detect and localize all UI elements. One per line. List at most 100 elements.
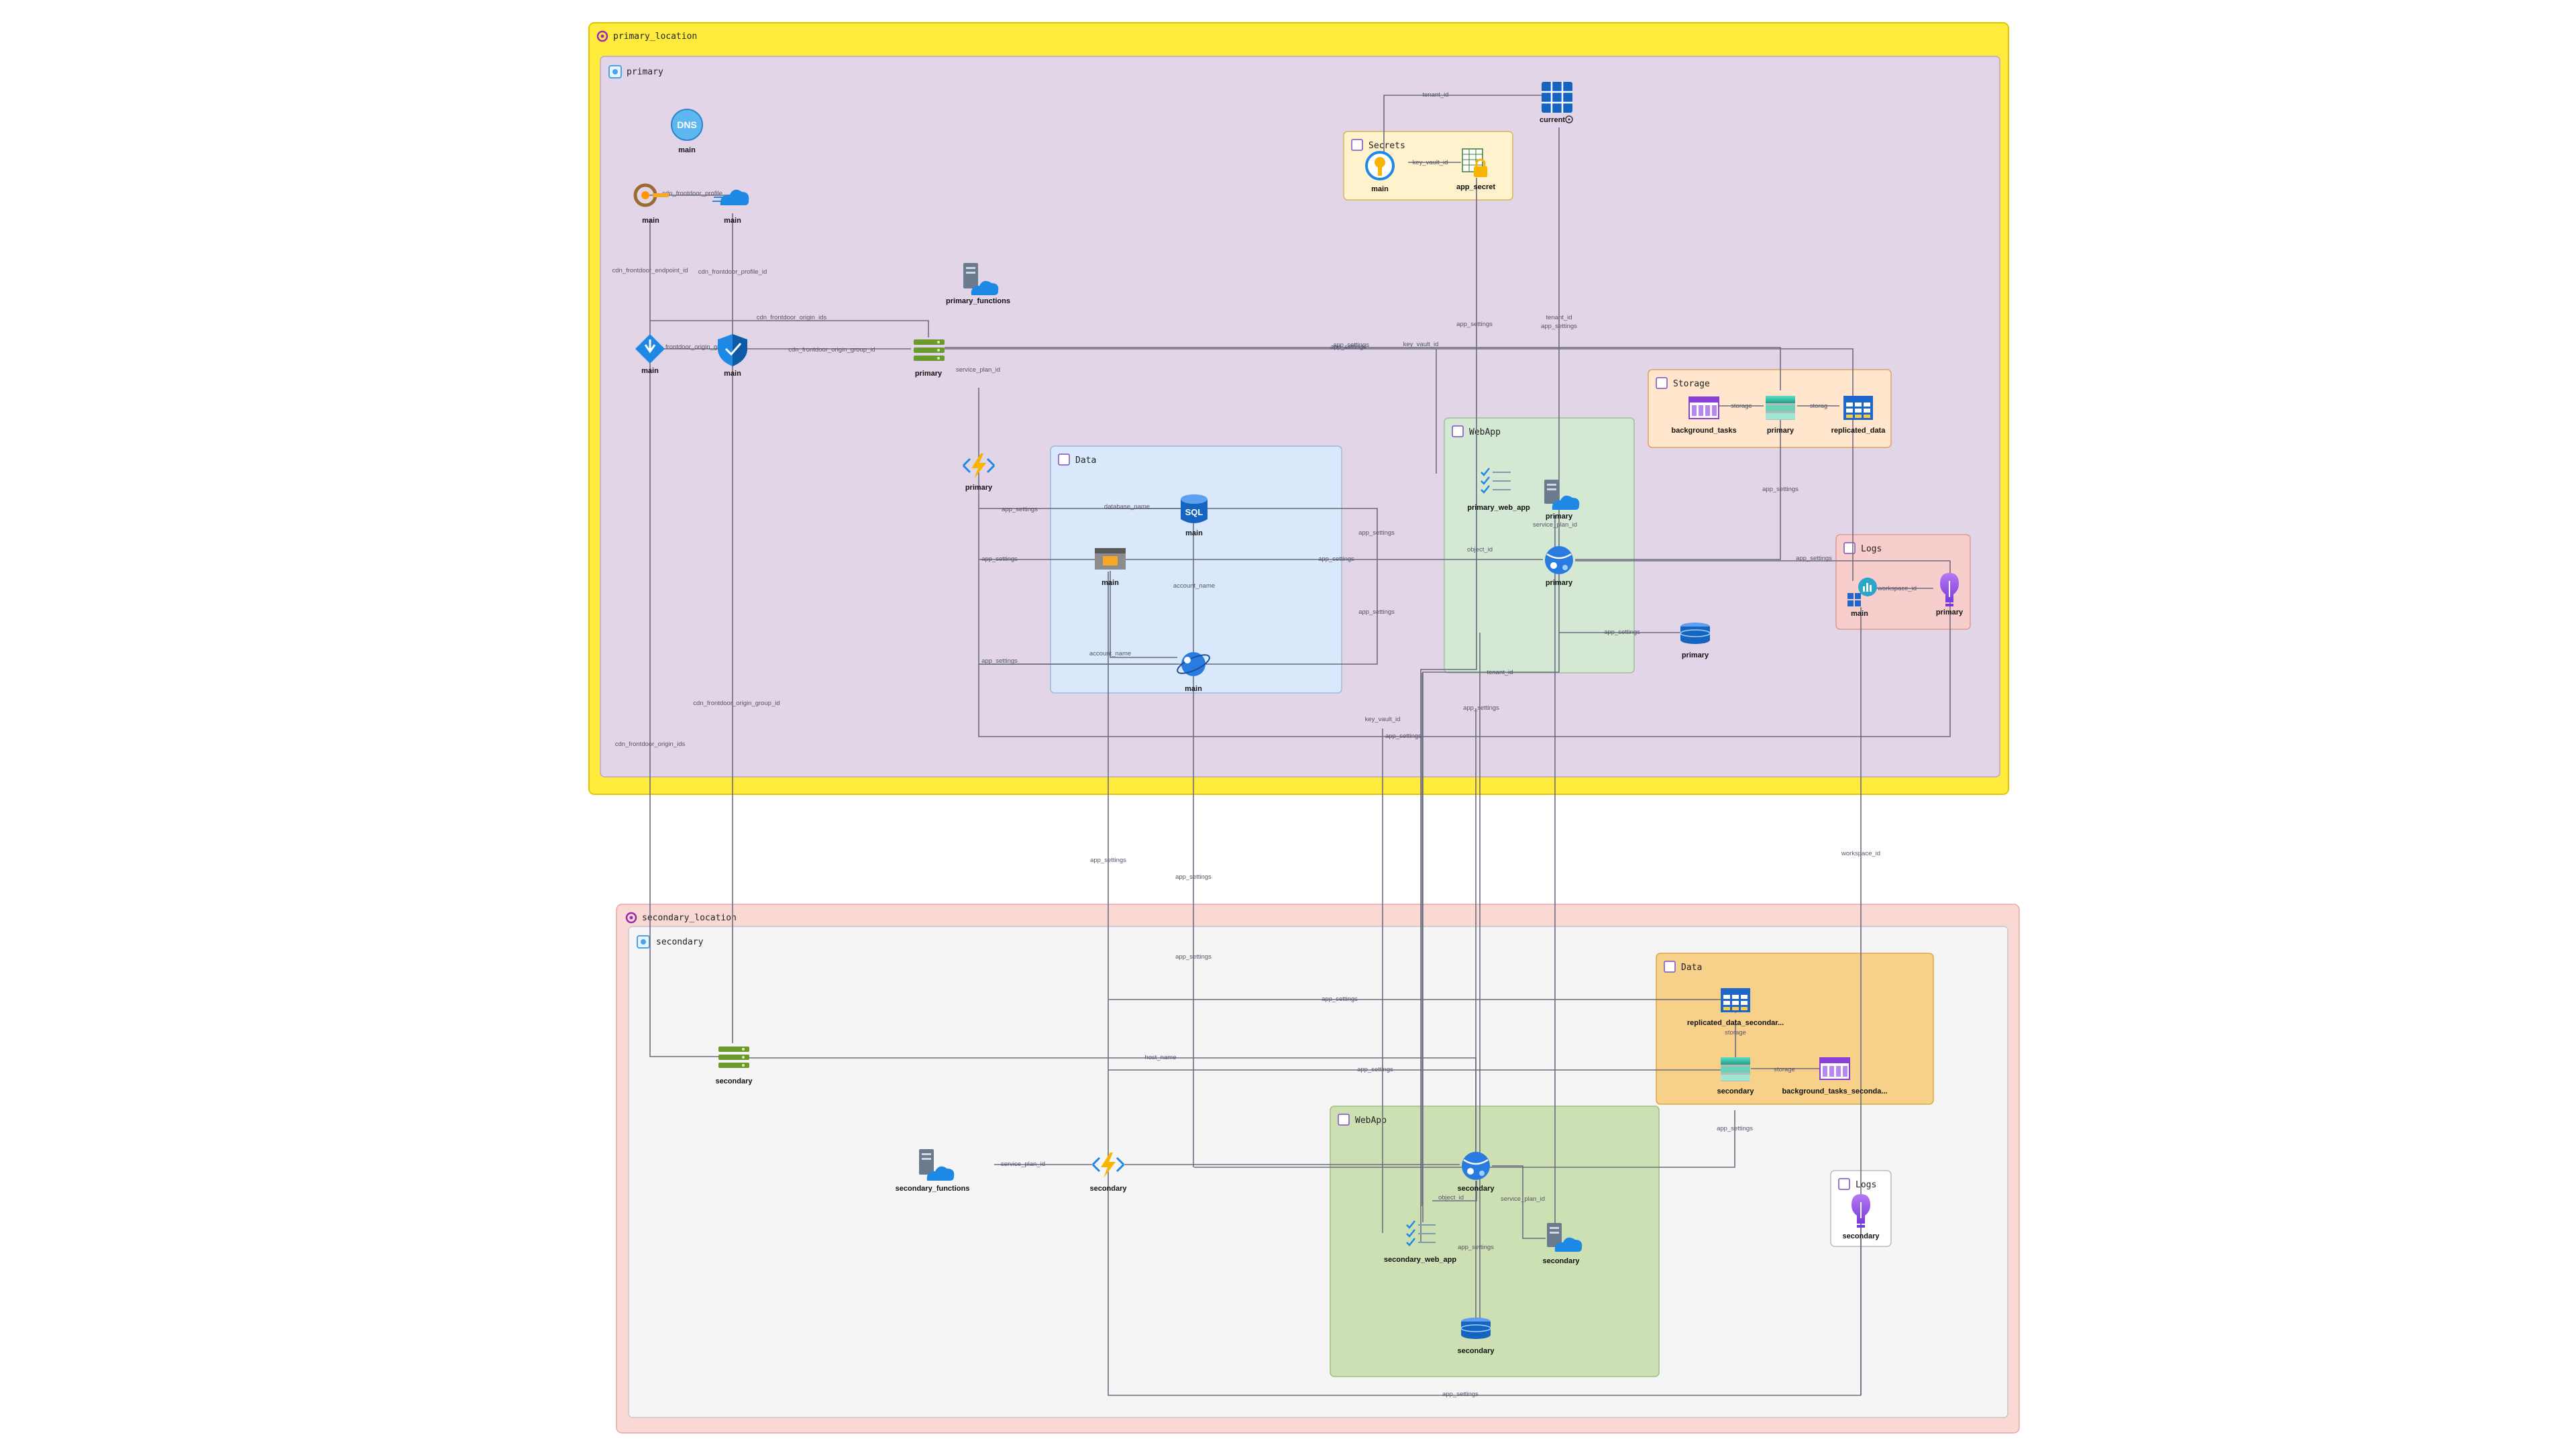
edge-label: app_settings bbox=[1463, 704, 1499, 712]
node-primary-functions[interactable]: primary_functions bbox=[946, 263, 1010, 305]
node-plan-primary[interactable]: primary bbox=[1544, 480, 1580, 521]
node-origin-secondary[interactable]: secondary bbox=[715, 1046, 753, 1085]
node-redis-primary[interactable]: primary bbox=[1680, 623, 1711, 659]
node-label: main bbox=[1371, 185, 1389, 193]
edge bbox=[1108, 572, 1861, 1396]
edge bbox=[978, 388, 1951, 737]
sql-database-icon bbox=[1095, 548, 1126, 570]
edge bbox=[733, 1057, 1477, 1154]
node-sql-main[interactable]: SQL main bbox=[1181, 494, 1208, 537]
redis-cache-icon bbox=[1680, 623, 1711, 644]
svg-text:DNS: DNS bbox=[677, 119, 697, 130]
group-data-secondary: Data bbox=[1656, 953, 1934, 1105]
gear-icon bbox=[1565, 115, 1573, 123]
node-sql-db-main[interactable]: main bbox=[1095, 548, 1126, 587]
edge-label: app_settings bbox=[1717, 1125, 1753, 1132]
node-replicated-data-secondary[interactable]: replicated_data_secondar... bbox=[1687, 988, 1784, 1027]
frontdoor-origin-group-icon bbox=[718, 1046, 749, 1068]
node-frontdoor-endpoint-main[interactable]: main bbox=[633, 183, 669, 225]
node-cosmos-main[interactable]: main bbox=[1175, 651, 1212, 693]
node-label: main bbox=[642, 217, 659, 225]
node-redis-secondary[interactable]: secondary bbox=[1457, 1318, 1495, 1355]
group-title: WebApp bbox=[1469, 427, 1501, 437]
node-bg-tasks-secondary[interactable]: background_tasks_seconda... bbox=[1782, 1057, 1888, 1095]
sql-server-icon: SQL bbox=[1181, 494, 1208, 523]
waf-policy-icon bbox=[718, 334, 747, 366]
svg-text:SQL: SQL bbox=[1185, 507, 1203, 517]
node-storage-bg-tasks[interactable]: background_tasks bbox=[1671, 396, 1737, 435]
edge-label: app_settings bbox=[1175, 873, 1212, 881]
node-replicated-data[interactable]: replicated_data bbox=[1831, 396, 1886, 435]
node-label: main bbox=[678, 146, 696, 154]
node-origin-group-primary[interactable]: primary bbox=[914, 339, 945, 378]
node-storage-secondary[interactable]: secondary bbox=[1717, 1057, 1754, 1095]
node-label: main bbox=[724, 370, 741, 378]
node-label: main bbox=[1851, 610, 1868, 618]
edges bbox=[645, 95, 1951, 1396]
edge-label: workspace_id bbox=[1841, 850, 1880, 857]
node-frontdoor-profile-main[interactable]: main bbox=[712, 189, 749, 225]
edge-label: object_id bbox=[1438, 1194, 1464, 1201]
node-dns-main[interactable]: DNS main bbox=[671, 109, 703, 154]
edge-label: app_settings bbox=[1456, 321, 1493, 328]
node-webapp-secondary[interactable]: secondary bbox=[1457, 1152, 1495, 1193]
edge-label: app_settings bbox=[1762, 486, 1799, 493]
node-keyvault-main[interactable]: main bbox=[1365, 151, 1395, 193]
edge bbox=[1575, 416, 1781, 560]
node-label: main bbox=[1185, 685, 1202, 693]
node-current[interactable]: current bbox=[1540, 82, 1573, 124]
edge-label: app_settings bbox=[1358, 608, 1395, 616]
node-label: background_tasks bbox=[1671, 427, 1736, 435]
group-title: Data bbox=[1681, 963, 1702, 973]
storage-table-icon bbox=[1721, 988, 1750, 1012]
edge-label: storage bbox=[1774, 1066, 1795, 1073]
node-frontdoor-route-main[interactable]: main bbox=[635, 334, 665, 375]
node-insights-secondary[interactable]: secondary bbox=[1842, 1194, 1880, 1240]
edge bbox=[945, 348, 1854, 581]
group-title: Secrets bbox=[1368, 141, 1405, 151]
edge-label: app_settings bbox=[1330, 343, 1366, 351]
node-secondary-functions[interactable]: secondary_functions bbox=[896, 1149, 970, 1193]
app-service-plan-icon bbox=[1547, 1223, 1582, 1252]
edge-label: storag bbox=[1810, 402, 1827, 410]
node-insights-primary[interactable]: primary bbox=[1936, 573, 1964, 616]
node-label: primary bbox=[1936, 608, 1964, 616]
web-app-icon bbox=[1545, 546, 1573, 574]
edge-label: storage bbox=[1725, 1029, 1746, 1036]
node-label: secondary bbox=[715, 1077, 753, 1085]
storage-table-icon bbox=[1843, 396, 1873, 420]
app-insights-icon bbox=[1940, 573, 1959, 606]
frontdoor-origin-group-icon bbox=[914, 339, 945, 361]
app-service-plan-icon bbox=[1544, 480, 1580, 510]
edge-label: app_settings bbox=[1358, 529, 1395, 537]
node-label: primary bbox=[915, 370, 943, 378]
storage-queue-icon bbox=[1819, 1057, 1850, 1080]
dns-zone-icon: DNS bbox=[671, 109, 703, 141]
node-label: secondary bbox=[1089, 1185, 1127, 1193]
resource-group-icon bbox=[637, 935, 650, 949]
node-primary-web-app[interactable]: primary_web_app bbox=[1467, 468, 1530, 512]
node-app-secret[interactable]: app_secret bbox=[1456, 148, 1495, 191]
node-log-main[interactable]: main bbox=[1847, 578, 1877, 618]
node-plan-secondary[interactable]: secondary bbox=[1542, 1223, 1582, 1265]
group-title: primary bbox=[627, 67, 663, 77]
edge-label: app_settings bbox=[1333, 341, 1369, 349]
node-function-primary[interactable]: primary bbox=[962, 453, 996, 492]
edge-label: app_settings bbox=[1796, 555, 1832, 562]
node-secondary-web-app[interactable]: secondary_web_app bbox=[1384, 1220, 1456, 1264]
key-vault-secret-icon bbox=[1462, 148, 1487, 177]
node-label: secondary bbox=[1457, 1347, 1495, 1355]
edge-label: app_settings bbox=[1385, 733, 1421, 740]
node-webapp-primary[interactable]: primary bbox=[1545, 546, 1573, 587]
node-label: main bbox=[1185, 529, 1203, 537]
node-label: main bbox=[724, 217, 741, 225]
node-function-secondary[interactable]: secondary bbox=[1089, 1152, 1127, 1193]
group-title: Data bbox=[1075, 455, 1096, 466]
node-waf-main[interactable]: main bbox=[718, 334, 747, 378]
node-storage-primary[interactable]: primary bbox=[1766, 396, 1795, 435]
group-title: primary_location bbox=[613, 32, 697, 42]
group-title: secondary_location bbox=[642, 913, 737, 923]
group-title: Logs bbox=[1856, 1180, 1876, 1190]
node-label: main bbox=[641, 367, 659, 375]
edge-label: service_plan_id bbox=[956, 366, 1000, 374]
